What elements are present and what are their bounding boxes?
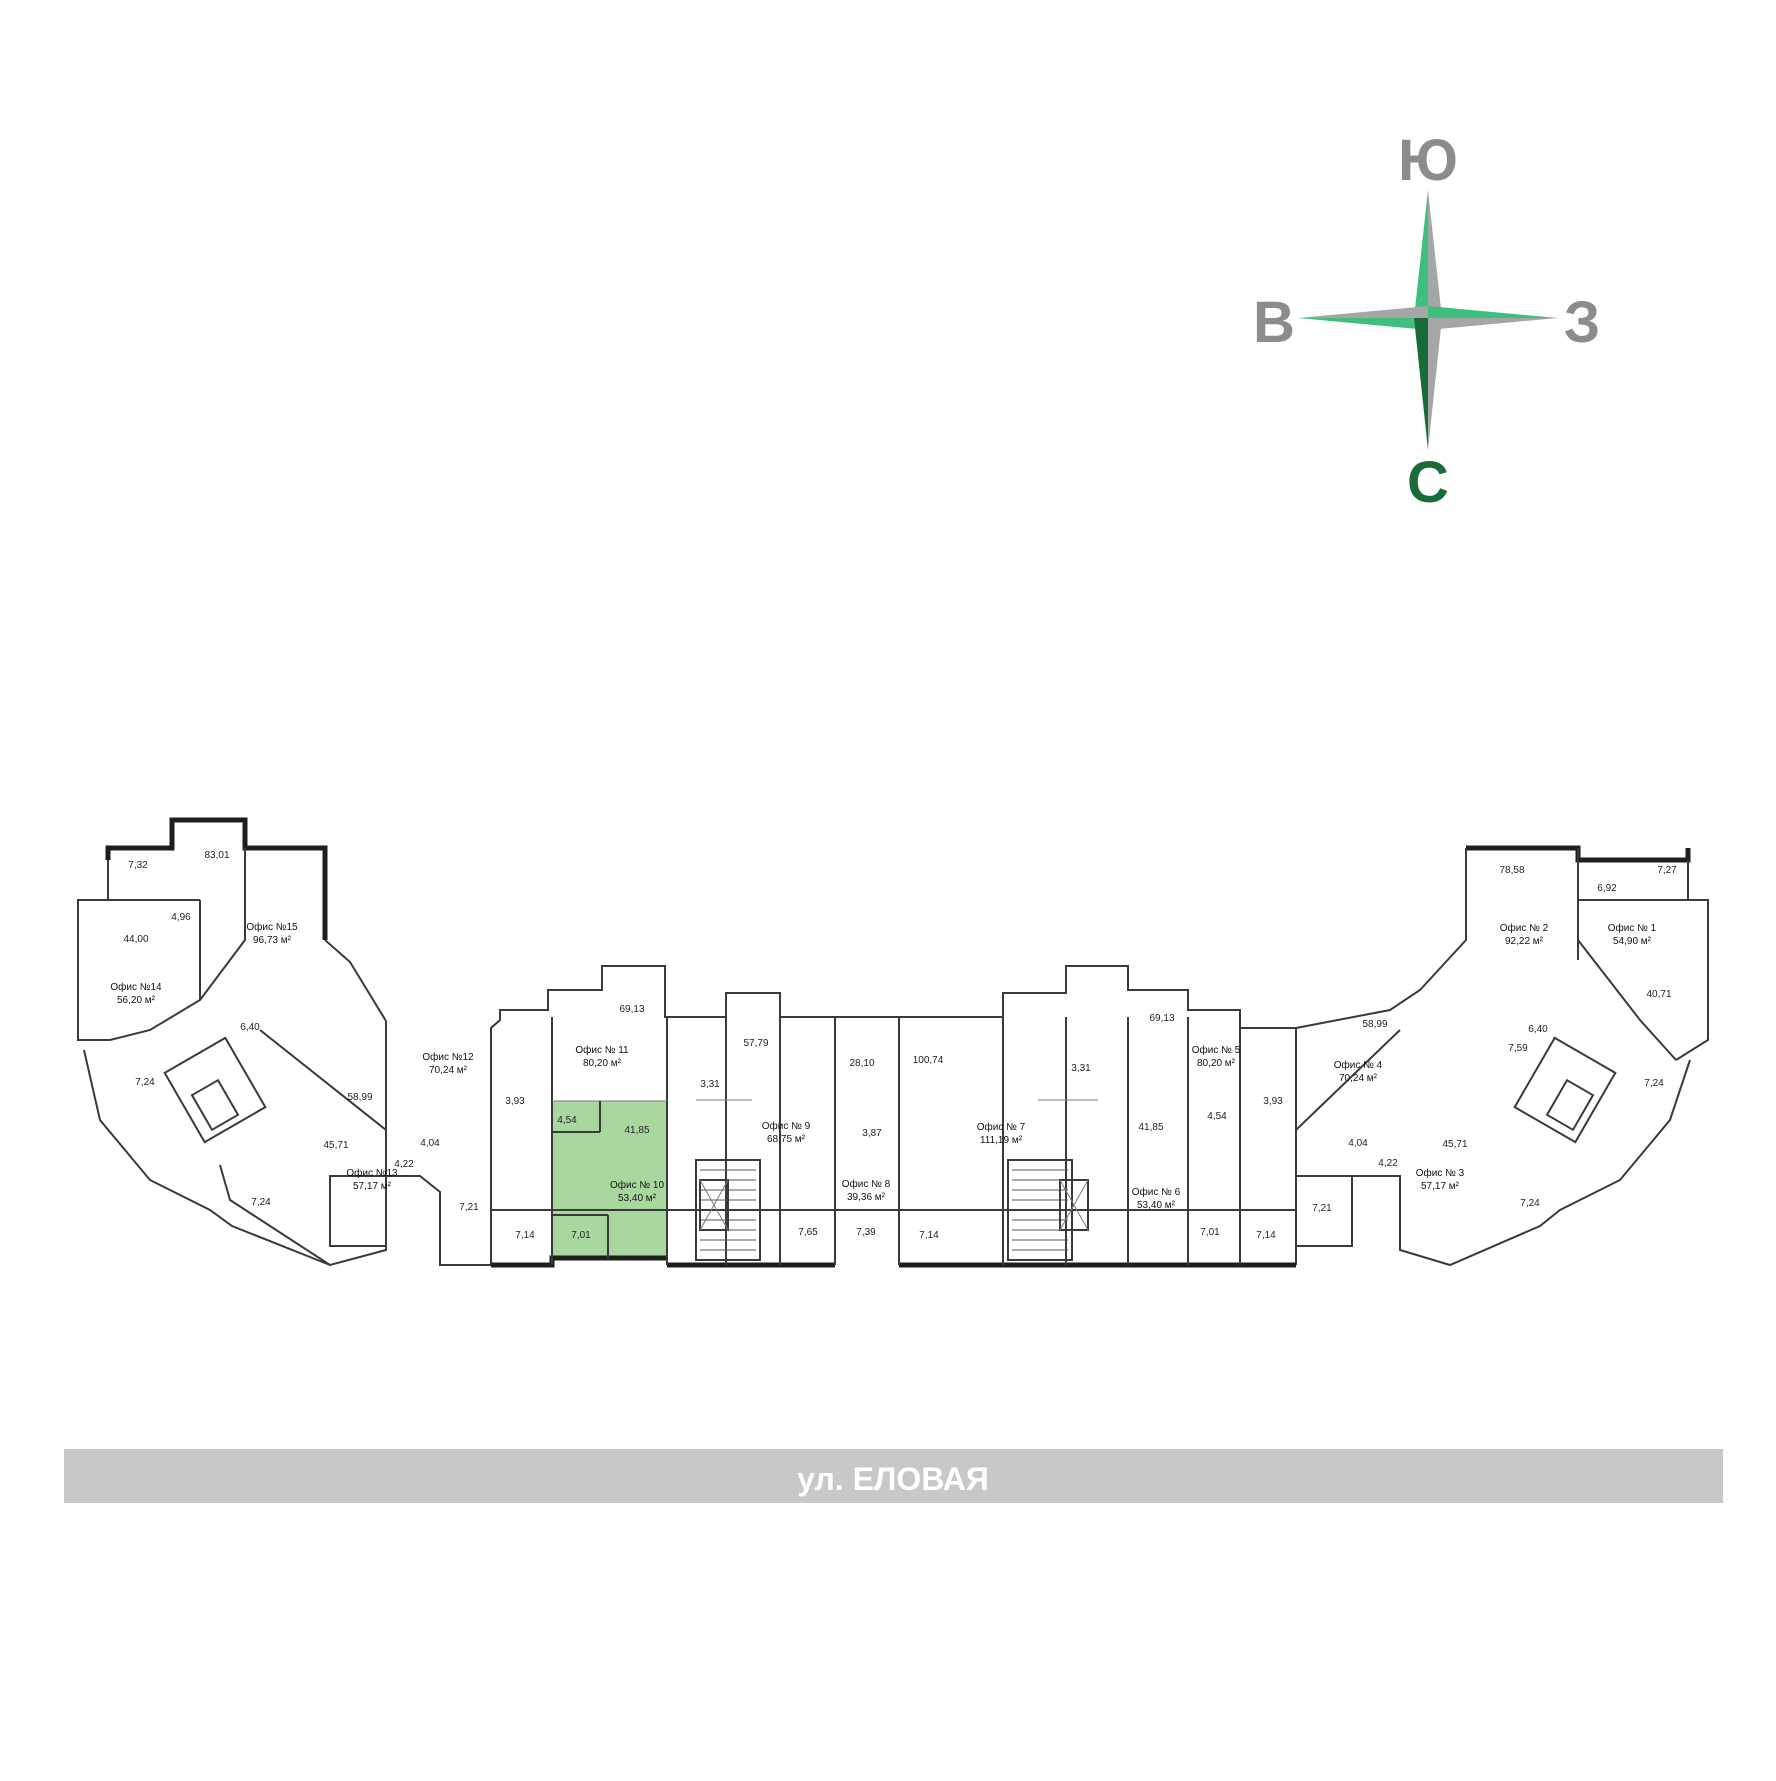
office-8-name[interactable]: Офис № 8 [842, 1178, 891, 1190]
room-area: 83,01 [204, 850, 229, 861]
office-7-area: 111,19 м² [980, 1135, 1023, 1146]
room-area: 7,24 [135, 1077, 155, 1088]
room-area: 6,40 [240, 1022, 260, 1033]
compass-arm-north-down-right [1428, 318, 1442, 450]
office-6-area: 53,40 м² [1137, 1200, 1176, 1211]
room-area: 7,59 [1508, 1043, 1528, 1054]
room-area: 7,14 [919, 1230, 939, 1241]
room-area: 41,85 [624, 1125, 649, 1136]
office-10-highlight[interactable] [552, 1101, 667, 1259]
room-area: 4,54 [1207, 1111, 1227, 1122]
room-area: 41,85 [1138, 1122, 1163, 1133]
office-6-name[interactable]: Офис № 6 [1132, 1186, 1181, 1198]
compass-label-east: В [1253, 290, 1295, 355]
room-area: 7,21 [459, 1202, 479, 1213]
office-14-area: 56,20 м² [117, 995, 156, 1006]
room-area: 3,31 [1071, 1063, 1091, 1074]
office-11-name[interactable]: Офис № 11 [575, 1044, 629, 1056]
office-14-name[interactable]: Офис №14 [110, 981, 162, 993]
room-area: 7,14 [1256, 1230, 1276, 1241]
room-area: 4,54 [557, 1115, 577, 1126]
room-area: 69,13 [1149, 1013, 1174, 1024]
office-12-name[interactable]: Офис №12 [422, 1051, 474, 1063]
room-area: 7,32 [128, 860, 148, 871]
room-area: 100,74 [913, 1055, 944, 1066]
office-15-name[interactable]: Офис №15 [246, 921, 298, 933]
office-10-partitions [552, 1101, 609, 1258]
office-10-name[interactable]: Офис № 10 [610, 1179, 664, 1191]
room-area: 7,24 [1644, 1078, 1664, 1089]
office-3-area: 57,17 м² [1421, 1181, 1460, 1192]
room-area: 4,96 [171, 912, 191, 923]
office-8-area: 39,36 м² [847, 1192, 886, 1203]
room-area: 4,04 [420, 1138, 440, 1149]
office-labels: Офис №15 96,73 м² Офис №14 56,20 м² Офис… [110, 921, 1656, 1211]
room-area: 4,22 [394, 1159, 414, 1170]
compass-arm-west-right-bottom [1428, 318, 1558, 330]
office-13-name[interactable]: Офис №13 [346, 1167, 398, 1179]
office-13-area: 57,17 м² [353, 1181, 392, 1192]
compass-arm-east-left-top [1298, 306, 1428, 318]
office-1-name[interactable]: Офис № 1 [1608, 922, 1657, 934]
compass-arm-south-up-right [1428, 190, 1442, 318]
room-area: 3,93 [1263, 1096, 1283, 1107]
building-walls [77, 817, 1709, 1268]
office-4-name[interactable]: Офис № 4 [1334, 1059, 1383, 1071]
office-3-name[interactable]: Офис № 3 [1416, 1167, 1465, 1179]
room-area: 7,21 [1312, 1203, 1332, 1214]
room-area: 7,39 [856, 1227, 876, 1238]
compass-label-north: С [1407, 450, 1449, 515]
room-labels: 7,32 83,01 4,96 44,00 6,40 7,24 58,99 45… [123, 850, 1677, 1241]
office-10-area: 53,40 м² [618, 1193, 657, 1204]
office-15-area: 96,73 м² [253, 935, 292, 946]
room-area: 4,22 [1378, 1158, 1398, 1169]
room-area: 7,65 [798, 1227, 818, 1238]
room-area: 58,99 [1362, 1019, 1387, 1030]
office-2-area: 92,22 м² [1505, 936, 1544, 947]
room-area: 58,99 [347, 1092, 372, 1103]
room-area: 45,71 [1442, 1139, 1467, 1150]
room-area: 69,13 [619, 1004, 644, 1015]
office-7-name[interactable]: Офис № 7 [977, 1121, 1026, 1133]
compass-arm-east-left-bottom [1298, 318, 1428, 330]
room-area: 28,10 [849, 1058, 874, 1069]
room-area: 45,71 [323, 1140, 348, 1151]
street-label: ул. ЕЛОВАЯ [797, 1461, 989, 1497]
compass-rose: Ю В З С [1253, 128, 1600, 515]
office-9-area: 68,75 м² [767, 1134, 806, 1145]
room-area: 7,24 [1520, 1198, 1540, 1209]
room-area: 7,01 [571, 1230, 591, 1241]
office-12-area: 70,24 м² [429, 1065, 468, 1076]
compass-label-south: Ю [1398, 128, 1458, 193]
room-area: 3,31 [700, 1079, 720, 1090]
compass-arm-north-down-left [1414, 318, 1428, 450]
room-area: 40,71 [1646, 989, 1671, 1000]
room-area: 4,04 [1348, 1138, 1368, 1149]
office-4-area: 70,24 м² [1339, 1073, 1378, 1084]
compass-arm-south-up-left [1414, 190, 1428, 318]
room-area: 7,01 [1200, 1227, 1220, 1238]
room-area: 7,14 [515, 1230, 535, 1241]
compass-arm-west-right-top [1428, 306, 1558, 318]
office-1-area: 54,90 м² [1613, 936, 1652, 947]
stairs-right [1012, 1169, 1068, 1251]
room-area: 7,24 [251, 1197, 271, 1208]
office-9-name[interactable]: Офис № 9 [762, 1120, 811, 1132]
compass-label-west: З [1564, 290, 1600, 355]
street-band: ул. ЕЛОВАЯ [64, 1449, 1723, 1503]
room-area: 44,00 [123, 934, 148, 945]
room-area: 57,79 [743, 1038, 768, 1049]
office-11-area: 80,20 м² [583, 1058, 622, 1069]
room-area: 3,93 [505, 1096, 525, 1107]
room-area: 3,87 [862, 1128, 882, 1139]
office-5-area: 80,20 м² [1197, 1058, 1236, 1069]
room-area: 78,58 [1499, 865, 1524, 876]
room-area: 6,92 [1597, 883, 1617, 894]
office-5-name[interactable]: Офис № 5 [1192, 1044, 1241, 1056]
office-2-name[interactable]: Офис № 2 [1500, 922, 1549, 934]
street-bar [64, 1449, 1723, 1503]
room-area: 6,40 [1528, 1024, 1548, 1035]
room-area: 7,27 [1657, 865, 1677, 876]
